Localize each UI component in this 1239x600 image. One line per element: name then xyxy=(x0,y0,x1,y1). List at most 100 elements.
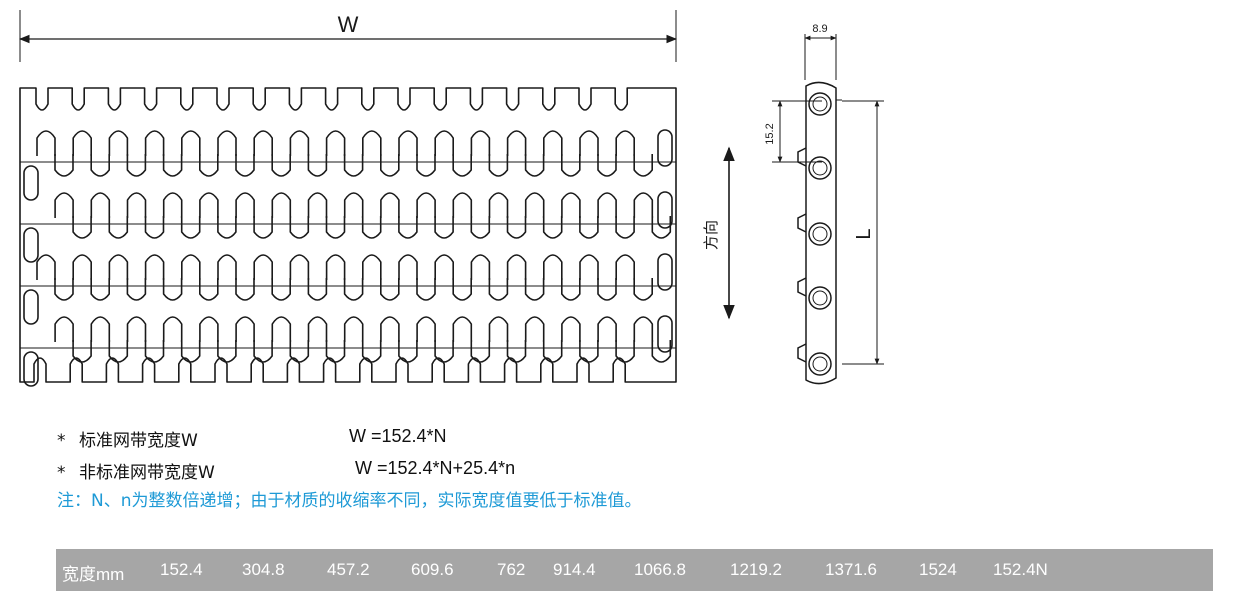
width-value: 914.4 xyxy=(553,560,596,579)
nonstandard-width-note: * 非标准网带宽度W xyxy=(57,458,215,483)
belt-link-loop xyxy=(470,130,491,156)
belt-link-loop xyxy=(126,192,147,218)
belt-edge-slot xyxy=(23,351,39,387)
belt-link-loop xyxy=(253,216,273,239)
belt-link-loop xyxy=(597,316,617,342)
hinge-rod-hole xyxy=(808,352,832,376)
belt-link-loop xyxy=(217,216,237,239)
belt-link-loop xyxy=(325,130,346,156)
belt-link-loop xyxy=(524,154,545,177)
belt-link-loop xyxy=(361,216,382,239)
thickness-dimension: 8.9 xyxy=(804,23,837,80)
belt-link-loop xyxy=(343,154,364,177)
belt-link-loop xyxy=(361,340,382,363)
belt-link-loop xyxy=(181,254,201,280)
belt-link-loop xyxy=(162,316,183,342)
belt-link-loop xyxy=(343,192,364,218)
belt-link-loop xyxy=(434,340,454,363)
standard-width-label: 标准网带宽度W xyxy=(79,431,198,451)
belt-edge-slot xyxy=(23,227,39,263)
pitch-label: 15.2 xyxy=(764,123,776,144)
belt-link-loop xyxy=(633,278,653,301)
belt-link-loop xyxy=(615,130,635,156)
belt-link-loop xyxy=(579,254,599,280)
width-value: 1066.8 xyxy=(634,560,686,579)
belt-link-loop xyxy=(524,316,545,342)
belt-link-loop xyxy=(488,154,509,177)
belt-link-loop xyxy=(543,130,563,156)
belt-link-loop xyxy=(271,154,291,177)
belt-edge-slot xyxy=(657,315,673,353)
belt-link-loop xyxy=(524,278,545,301)
belt-link-loop xyxy=(235,154,255,177)
belt-link-loop xyxy=(307,278,328,301)
belt-link-loop xyxy=(380,154,400,177)
belt-link-loop xyxy=(343,316,364,342)
belt-link-loop xyxy=(633,154,653,177)
belt-edge-slot xyxy=(657,191,673,229)
direction-indicator: 方向 xyxy=(702,146,735,320)
width-value: 609.6 xyxy=(411,560,454,579)
belt-link-loop xyxy=(579,340,599,363)
belt-link-loop xyxy=(307,192,328,218)
belt-link-loop xyxy=(380,316,400,342)
belt-link-loop xyxy=(561,154,581,177)
belt-link-loop xyxy=(434,216,454,239)
belt-link-loop xyxy=(180,216,201,239)
width-value: 1371.6 xyxy=(825,560,877,579)
hinge-rod xyxy=(812,356,828,372)
hinge-rod-hole xyxy=(808,156,832,180)
belt-link-loop xyxy=(597,278,617,301)
belt-link-loop xyxy=(398,130,418,156)
belt-link-loop xyxy=(651,340,672,363)
belt-link-loop xyxy=(506,254,527,280)
belt-edge-slot xyxy=(23,165,39,201)
bullet-star: * xyxy=(57,463,66,483)
belt-plan-view xyxy=(19,87,677,387)
belt-link-loop xyxy=(144,254,165,280)
belt-link-loop xyxy=(307,154,328,177)
belt-link-loop xyxy=(199,154,219,177)
belt-link-loop xyxy=(253,340,273,363)
hinge-rod xyxy=(812,290,828,306)
hinge-rod xyxy=(812,226,828,242)
belt-link-loop xyxy=(434,254,454,280)
belt-link-loop xyxy=(36,130,56,156)
belt-link-loop xyxy=(597,154,617,177)
belt-link-loop xyxy=(108,216,129,239)
belt-link-loop xyxy=(181,130,201,156)
belt-link-loop xyxy=(126,154,147,177)
belt-link-loop xyxy=(217,254,237,280)
belt-link-loop xyxy=(90,192,111,218)
belt-link-loop xyxy=(542,216,563,239)
belt-link-loop xyxy=(633,316,654,342)
thickness-label: 8.9 xyxy=(812,23,827,35)
belt-bottom-edge xyxy=(19,336,677,383)
belt-link-loop xyxy=(597,192,617,218)
length-dimension: L xyxy=(842,100,884,365)
belt-link-loop xyxy=(452,154,472,177)
bullet-star: * xyxy=(57,431,66,451)
belt-link-loop xyxy=(271,316,292,342)
belt-link-loop xyxy=(180,340,201,363)
side-view-tooth xyxy=(797,147,807,167)
width-value: 152.4N xyxy=(993,560,1048,579)
belt-edge-slot xyxy=(23,289,39,325)
belt-link-loop xyxy=(126,278,147,301)
belt-link-loop xyxy=(90,278,110,301)
direction-label: 方向 xyxy=(702,220,720,250)
belt-link-loop xyxy=(524,192,545,218)
belt-link-loop xyxy=(561,192,581,218)
belt-link-loop xyxy=(434,130,454,156)
belt-link-loop xyxy=(199,192,219,218)
width-value: 1524 xyxy=(919,560,957,579)
belt-link-loop xyxy=(561,278,581,301)
belt-link-loop xyxy=(398,254,418,280)
shrinkage-remark: 注：N、n为整数倍递增；由于材质的收缩率不同，实际宽度值要低于标准值。 xyxy=(57,491,642,511)
belt-link-loop xyxy=(470,340,491,363)
belt-link-loop xyxy=(362,130,382,156)
pitch-dimension: 15.2 xyxy=(764,100,822,163)
belt-link-loop xyxy=(615,254,635,280)
belt-link-loop xyxy=(271,278,291,301)
nonstandard-width-label: 非标准网带宽度W xyxy=(79,463,215,483)
